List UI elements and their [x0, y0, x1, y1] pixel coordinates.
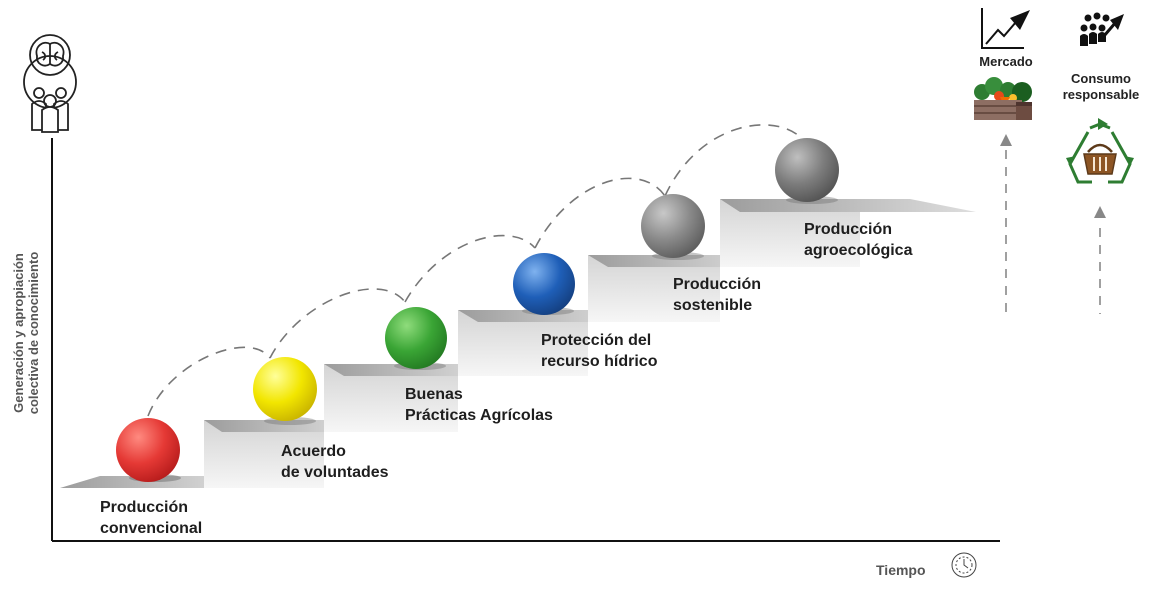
- step-tread-4: [458, 310, 630, 322]
- spheres: [116, 138, 839, 482]
- staircase: [60, 199, 976, 488]
- market-label: Mercado: [979, 54, 1033, 69]
- step-tread-2: [204, 420, 360, 432]
- step-tread-1: [60, 476, 240, 488]
- clock-icon: [951, 552, 977, 578]
- progress-arcs: [147, 124, 806, 417]
- arc-1: [147, 346, 271, 417]
- people-arrow-icon: [1080, 12, 1124, 46]
- step-riser-5: [588, 255, 720, 322]
- step-riser-6: [720, 199, 860, 267]
- sphere-acuerdo-voluntades: [253, 357, 317, 421]
- arc-3: [404, 234, 536, 303]
- sphere-proteccion-hidrico: [513, 253, 575, 315]
- sphere-produccion-sostenible: [641, 194, 705, 258]
- step-riser-2: [204, 420, 324, 488]
- arc-4: [534, 177, 666, 249]
- brain-people-icon: [23, 34, 77, 133]
- step-riser-4: [458, 310, 588, 376]
- chart-up-icon: [981, 8, 1030, 49]
- y-axis-label: Generación y apropiación colectiva de co…: [11, 251, 41, 415]
- recycle-basket-icon: [1066, 118, 1134, 184]
- sphere-buenas-practicas: [385, 307, 447, 369]
- vegetable-crate-icon: [974, 77, 1032, 120]
- step-tread-6: [720, 199, 976, 212]
- market-arrow: [1000, 134, 1012, 318]
- sphere-produccion-convencional: [116, 418, 180, 482]
- consumo-arrow: [1094, 206, 1106, 314]
- x-axis-label: Tiempo: [876, 562, 926, 578]
- step-tread-3: [324, 364, 494, 376]
- arc-2: [269, 288, 406, 359]
- sphere-produccion-agroecologica: [775, 138, 839, 202]
- arc-5: [664, 124, 806, 197]
- step-riser-3: [324, 364, 458, 432]
